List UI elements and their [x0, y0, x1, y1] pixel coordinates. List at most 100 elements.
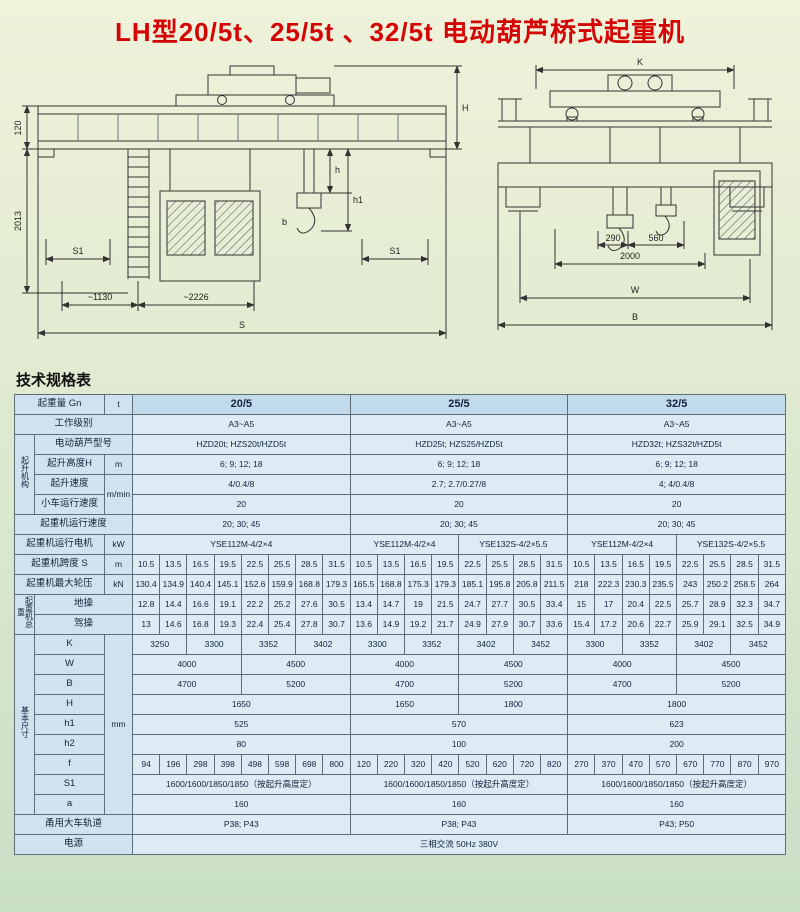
table-cell: 100 [349, 734, 569, 755]
table-unit-cell: kW [104, 534, 133, 555]
table-cell: 1800 [458, 694, 569, 715]
table-cell: 13 [131, 614, 161, 635]
table-cell: 5200 [458, 674, 569, 695]
table-cell: 19.5 [648, 554, 678, 575]
dim-label-b: B [632, 312, 638, 322]
table-cell: 20 [567, 494, 786, 515]
table-cell: 13.5 [376, 554, 406, 575]
table-cell: 3300 [567, 634, 623, 655]
table-cell: 159.9 [268, 574, 297, 595]
table-cell: 720 [512, 754, 542, 775]
table-cell: A3~A5 [567, 414, 786, 435]
table-cell: 19.5 [431, 554, 460, 575]
table-cell: 3300 [186, 634, 242, 655]
table-cell: 22.5 [458, 554, 487, 575]
table-cell: 20 [349, 494, 569, 515]
table-cell: 620 [485, 754, 514, 775]
table-cell: 22.4 [240, 614, 270, 635]
dim-label-2000: 2000 [620, 251, 640, 261]
dim-label-1130: ~1130 [88, 292, 113, 302]
dim-label-height: H [462, 103, 469, 113]
table-row-label: W [34, 654, 105, 675]
table-row-label: 驾操 [34, 614, 133, 635]
table-cell: 1650 [132, 694, 351, 715]
table-cell: 570 [648, 754, 678, 775]
table-cell: 3452 [730, 634, 786, 655]
table-cell: 16.6 [186, 594, 215, 615]
table-cell: 10.5 [567, 554, 596, 575]
page-title: LH型20/5t、25/5t 、32/5t 电动葫芦桥式起重机 [115, 17, 685, 47]
table-cell: 27.8 [295, 614, 324, 635]
table-unit-cell: kN [104, 574, 133, 595]
table-cell: 525 [132, 714, 351, 735]
table-cell: 179.3 [322, 574, 351, 595]
table-cell: 13.5 [159, 554, 188, 575]
table-row-label: 起重机运行电机 [14, 534, 105, 555]
dim-label-2226: ~2226 [183, 292, 208, 302]
table-cell: 623 [567, 714, 786, 735]
cab [159, 149, 261, 282]
table-cell: A3~A5 [349, 414, 569, 435]
table-cell: 3250 [131, 634, 188, 655]
table-row-label: S1 [34, 774, 105, 795]
table-cell: 33.6 [540, 614, 569, 635]
table-group-label-text: 起重机总重 [16, 595, 34, 628]
dim-label-h: h [335, 165, 340, 175]
table-cell: 33.4 [540, 594, 569, 615]
table-cell: 1600/1600/1850/1850（按起升高度定） [349, 774, 569, 795]
table-cell: 185.1 [458, 574, 487, 595]
table-cell: 32.5 [730, 614, 759, 635]
table-cell: 19.2 [404, 614, 433, 635]
table-unit-cell: t [104, 394, 133, 415]
table-cell: 298 [186, 754, 215, 775]
table-cell: 94 [131, 754, 161, 775]
table-cell: 31.5 [322, 554, 351, 575]
end-view-drawing: K 290 560 2000 W B [497, 57, 773, 330]
table-cell: 21.7 [431, 614, 460, 635]
table-cell: 28.9 [703, 594, 732, 615]
table-cell: 6; 9; 12; 18 [349, 454, 569, 475]
table-cell: 25.2 [268, 594, 297, 615]
table-row-label: B [34, 674, 105, 695]
table-cell: 4; 4/0.4/8 [567, 474, 786, 495]
table-cell: 175.3 [404, 574, 433, 595]
table-cell: P43; P50 [567, 814, 786, 835]
table-row-label: 电动葫芦型号 [34, 434, 133, 455]
table-cell: YSE132S-4/2×5.5 [458, 534, 569, 555]
table-cell: 205.8 [512, 574, 542, 595]
table-cell: 145.1 [213, 574, 242, 595]
table-cell: 20.4 [621, 594, 650, 615]
table-cell: 20; 30; 45 [349, 514, 569, 535]
table-cell: 4/0.4/8 [132, 474, 351, 495]
table-cell: 398 [213, 754, 242, 775]
table-cell: 570 [349, 714, 569, 735]
table-cell: 27.6 [295, 594, 324, 615]
table-cell: 6; 9; 12; 18 [132, 454, 351, 475]
table-cell: 31.5 [757, 554, 787, 575]
table-cell: 19.5 [213, 554, 242, 575]
table-cell: 800 [322, 754, 351, 775]
table-cell: 13.5 [594, 554, 623, 575]
hook-assembly [296, 149, 322, 234]
dim-label-span: S [239, 320, 245, 330]
table-row-label: 小车运行速度 [34, 494, 105, 515]
table-cell: 28.5 [295, 554, 324, 575]
table-row-label: f [34, 754, 105, 775]
table-cell: 22.5 [676, 554, 705, 575]
table-cell: 25.5 [268, 554, 297, 575]
table-cell: 4700 [132, 674, 242, 695]
table-cell: 498 [240, 754, 270, 775]
table-cell: 19.1 [213, 594, 242, 615]
table-group-label: 基本尺寸 [14, 634, 35, 815]
table-cell: 25.5 [485, 554, 514, 575]
table-cell: YSE112M-4/2×4 [349, 534, 460, 555]
hoist-trolley [175, 65, 335, 107]
table-cell: 870 [730, 754, 759, 775]
table-cell: 130.4 [131, 574, 161, 595]
